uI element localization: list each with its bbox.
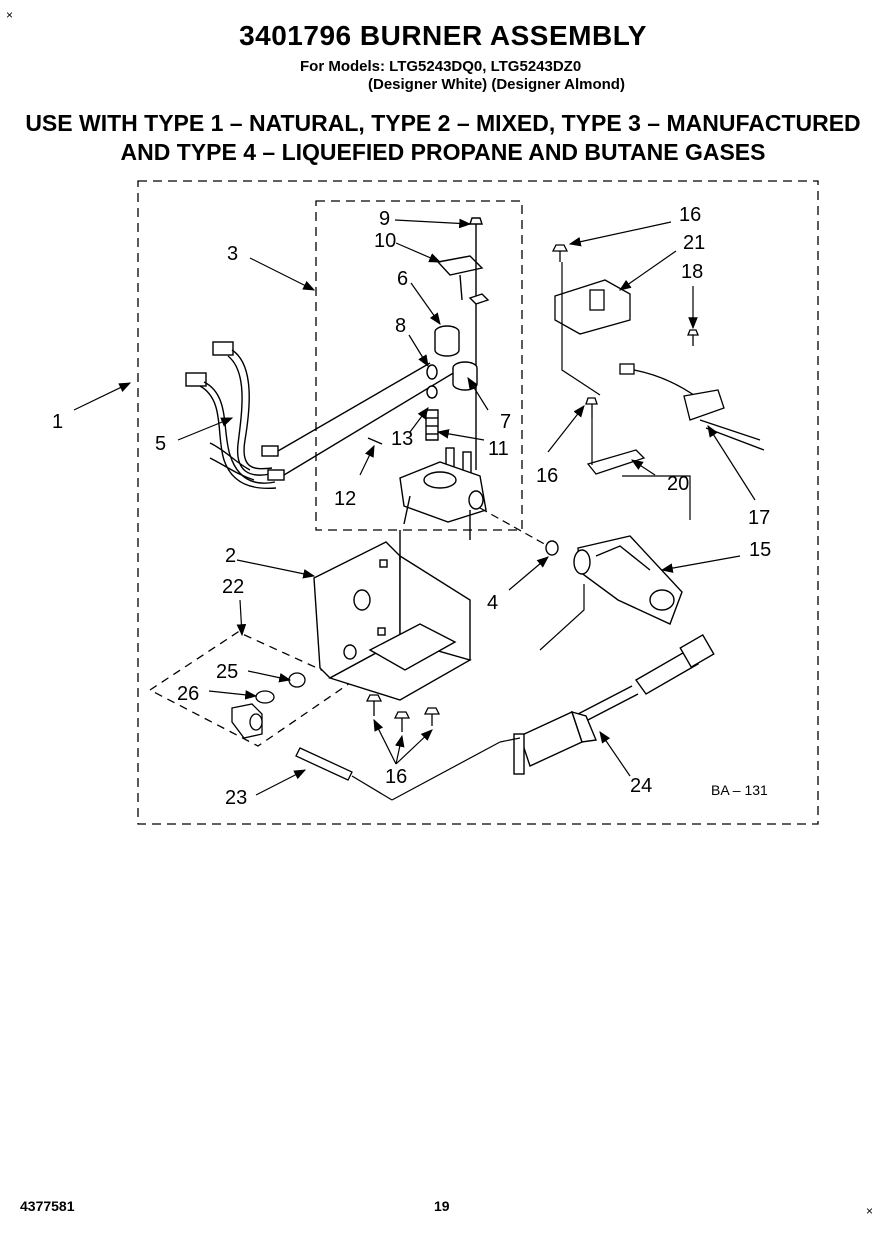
callout-6: 6 <box>397 268 408 290</box>
callout-26: 26 <box>177 683 199 705</box>
page-number: 19 <box>434 1198 450 1214</box>
gas-type-line-1: USE WITH TYPE 1 – NATURAL, TYPE 2 – MIXE… <box>25 110 861 136</box>
callout-16-bottom: 16 <box>385 766 407 788</box>
bottom-screws <box>365 694 441 732</box>
gas-supply-line <box>513 634 715 775</box>
leader-lines <box>73 218 756 796</box>
callout-17: 17 <box>748 507 770 529</box>
valve-parts <box>367 217 490 540</box>
callout-15: 15 <box>749 539 771 561</box>
page-title: 3401796 BURNER ASSEMBLY <box>239 20 647 51</box>
valve-group-boundary <box>315 200 523 531</box>
callout-10: 10 <box>374 230 396 252</box>
callout-18: 18 <box>681 261 703 283</box>
burner-tube <box>545 535 683 625</box>
wire-harness <box>185 341 456 490</box>
igniter-parts <box>551 244 765 475</box>
callout-24: 24 <box>630 775 652 797</box>
corner-mark-top-left: × <box>6 8 14 22</box>
drawing-code: BA – 131 <box>711 782 768 798</box>
part-number: 4377581 <box>20 1198 75 1214</box>
callout-11: 11 <box>488 438 509 460</box>
mounting-bracket <box>313 530 472 701</box>
callout-7: 7 <box>500 411 511 433</box>
callout-3: 3 <box>227 243 238 265</box>
callout-12: 12 <box>334 488 356 510</box>
callout-22: 22 <box>222 576 244 598</box>
callout-8: 8 <box>395 315 406 337</box>
callout-13: 13 <box>391 428 413 450</box>
callout-20: 20 <box>667 473 689 495</box>
callout-1: 1 <box>52 411 63 433</box>
callout-4: 4 <box>487 592 498 614</box>
callout-2: 2 <box>225 545 236 567</box>
colors-line: (Designer White) (Designer Almond) <box>368 76 625 93</box>
callout-9: 9 <box>379 208 390 230</box>
fittings <box>231 672 306 739</box>
callout-23: 23 <box>225 787 247 809</box>
callout-21: 21 <box>683 232 705 254</box>
models-line: For Models: LTG5243DQ0, LTG5243DZ0 <box>300 58 582 75</box>
callout-5: 5 <box>155 433 166 455</box>
callout-16-top: 16 <box>679 204 701 226</box>
callout-25: 25 <box>216 661 238 683</box>
stud <box>295 747 353 781</box>
callout-16-middle: 16 <box>536 465 558 487</box>
corner-mark-bottom-right: × <box>866 1204 874 1218</box>
gas-type-line-2: AND TYPE 4 – LIQUEFIED PROPANE AND BUTAN… <box>120 139 766 165</box>
